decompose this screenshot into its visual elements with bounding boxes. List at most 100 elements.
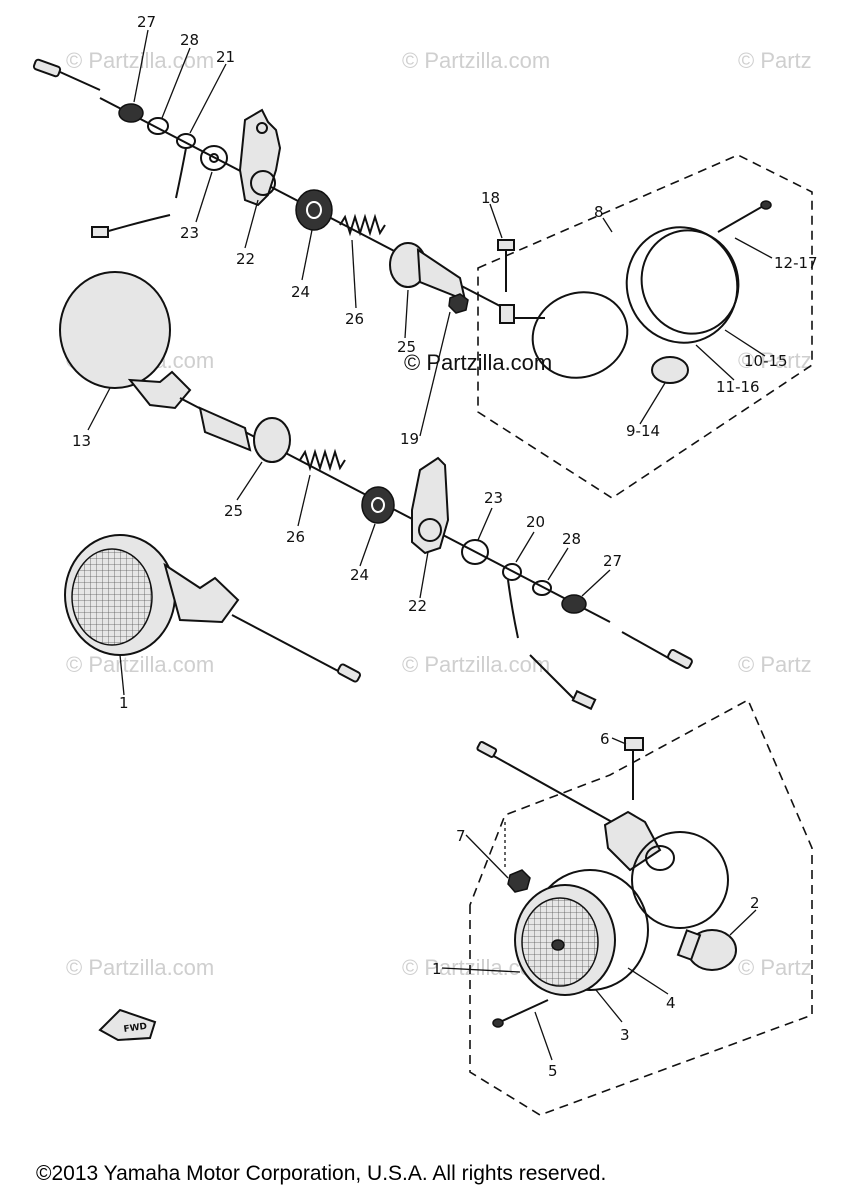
wire-line bbox=[482, 749, 613, 823]
label-part-9-14: 9-14 bbox=[626, 422, 660, 440]
wire-connector-icon bbox=[571, 689, 597, 711]
label-part-18: 18 bbox=[481, 189, 500, 207]
label-part-13: 13 bbox=[72, 432, 91, 450]
ground-wire-icon bbox=[529, 654, 576, 701]
rubber-25-neck-icon bbox=[416, 248, 467, 302]
stalk-end-icon bbox=[499, 304, 515, 324]
screw-5-icon bbox=[499, 999, 549, 1023]
screw-5-head-icon bbox=[492, 1018, 504, 1028]
label-part-4: 4 bbox=[666, 994, 676, 1012]
label-part-8: 8 bbox=[594, 203, 604, 221]
assembly-box-upper bbox=[477, 154, 813, 499]
label-part-24: 24 bbox=[350, 566, 369, 584]
nut-7-icon bbox=[507, 869, 531, 893]
washer-28-icon bbox=[532, 580, 552, 596]
middle-axis-line bbox=[179, 397, 611, 623]
wire-line bbox=[621, 631, 673, 661]
screw-12-17-head-icon bbox=[760, 200, 772, 210]
label-part-28: 28 bbox=[562, 530, 581, 548]
ground-wire-icon bbox=[104, 214, 171, 233]
washer-23-icon bbox=[461, 539, 489, 565]
bulb-2-base-icon bbox=[676, 929, 702, 961]
rubber-25-icon bbox=[253, 417, 291, 463]
bulb-9-14-icon bbox=[651, 356, 689, 384]
flasher-13-body-icon bbox=[59, 271, 171, 389]
watermark-center: © Partzilla.com bbox=[404, 350, 552, 375]
bracket-22-hole-icon bbox=[418, 518, 442, 542]
watermark: © Partz bbox=[738, 48, 812, 73]
watermark: © Partz bbox=[738, 652, 812, 677]
spring-26-icon bbox=[339, 213, 386, 237]
label-part-25: 25 bbox=[224, 502, 243, 520]
washer-23-icon bbox=[200, 145, 228, 171]
label-part-26: 26 bbox=[345, 310, 364, 328]
label-part-5: 5 bbox=[548, 1062, 558, 1080]
bracket-22-icon bbox=[411, 456, 450, 555]
wire-line bbox=[59, 71, 101, 91]
grommet-24-icon bbox=[361, 486, 395, 524]
label-part-23: 23 bbox=[484, 489, 503, 507]
leader-lines bbox=[87, 29, 773, 1061]
wire-connector-icon bbox=[667, 649, 693, 669]
spring-26-icon bbox=[299, 448, 346, 472]
label-part-25: 25 bbox=[397, 338, 416, 356]
label-part-19: 19 bbox=[400, 430, 419, 448]
flasher-1-stem-icon bbox=[163, 562, 240, 624]
grommet-24-hole-icon bbox=[371, 497, 385, 513]
bulb-socket-icon bbox=[645, 845, 675, 871]
washer-20-icon bbox=[502, 563, 522, 581]
watermark: © Partzilla.com bbox=[66, 955, 214, 980]
nut-27-icon bbox=[118, 103, 144, 123]
nut-27-icon bbox=[561, 594, 587, 614]
label-part-12-17: 12-17 bbox=[774, 254, 818, 272]
label-part-11-16: 11-16 bbox=[716, 378, 760, 396]
label-part-22: 22 bbox=[408, 597, 427, 615]
washer-21-icon bbox=[176, 133, 196, 149]
wire-connector-icon bbox=[336, 663, 362, 683]
middle-flasher-assembly bbox=[59, 271, 693, 711]
label-part-7: 7 bbox=[456, 827, 466, 845]
copyright-notice: ©2013 Yamaha Motor Corporation, U.S.A. A… bbox=[36, 1162, 607, 1185]
watermark: © Partzilla.com bbox=[66, 652, 214, 677]
wire-connector-icon bbox=[91, 226, 109, 238]
bracket-22-hole-icon bbox=[256, 122, 268, 134]
grommet-24-icon bbox=[295, 189, 333, 231]
label-part-23: 23 bbox=[180, 224, 199, 242]
fwd-arrow-badge: FWD bbox=[98, 1008, 157, 1042]
flasher-housing-icon bbox=[631, 831, 729, 929]
washer-23-hole-icon bbox=[209, 153, 219, 163]
watermark: © Partz bbox=[738, 348, 812, 373]
label-part-22: 22 bbox=[236, 250, 255, 268]
grommet-24-hole-icon bbox=[306, 201, 322, 219]
label-part-6: 6 bbox=[600, 730, 610, 748]
front-flasher-assembly bbox=[64, 534, 362, 683]
assembly-box-lower bbox=[469, 698, 813, 1116]
rubber-25-icon bbox=[198, 406, 252, 452]
screw-12-17-icon bbox=[717, 204, 766, 233]
ground-wire-icon bbox=[507, 579, 519, 639]
label-part-28: 28 bbox=[180, 31, 199, 49]
wire-connector-icon bbox=[32, 58, 62, 78]
screw-18-head-icon bbox=[497, 239, 515, 251]
watermark: © Partzilla.com bbox=[402, 652, 550, 677]
bolt-6-head-icon bbox=[624, 737, 644, 751]
rear-flasher-assembly bbox=[476, 737, 737, 1028]
label-part-10-15: 10-15 bbox=[744, 352, 788, 370]
label-part-1: 1 bbox=[432, 960, 442, 978]
upper-stalk-assembly bbox=[32, 58, 772, 384]
label-part-21: 21 bbox=[216, 48, 235, 66]
label-part-1: 1 bbox=[119, 694, 129, 712]
label-part-27: 27 bbox=[603, 552, 622, 570]
rim-10-15-icon bbox=[625, 226, 739, 344]
label-part-20: 20 bbox=[526, 513, 545, 531]
watermark: © Partzilla.com bbox=[402, 48, 550, 73]
part-labels: 27 28 21 23 22 24 26 25 18 8 12-17 10-15… bbox=[72, 13, 818, 1080]
label-part-2: 2 bbox=[750, 894, 760, 912]
ground-wire-icon bbox=[175, 147, 187, 199]
watermark: © Partz bbox=[738, 955, 812, 980]
wire-line bbox=[231, 614, 341, 673]
washer-28-icon bbox=[147, 117, 169, 135]
bracket-22-hole-icon bbox=[250, 170, 276, 196]
label-part-24: 24 bbox=[291, 283, 310, 301]
